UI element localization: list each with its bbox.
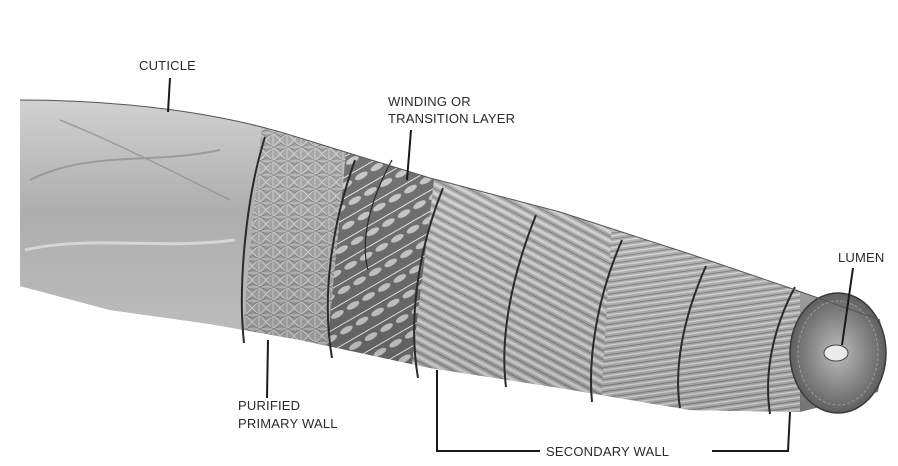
purified-wall-label-line1: PURIFIED: [238, 397, 300, 414]
winding-label-line1: WINDING OR: [388, 93, 471, 110]
purified-wall-label-line2: PRIMARY WALL: [238, 415, 338, 432]
cuticle-label: CUTICLE: [139, 57, 196, 74]
fiber-cross-section: [790, 293, 886, 413]
winding-label-line2: TRANSITION LAYER: [388, 110, 515, 127]
secondary-wall-label: SECONDARY WALL: [546, 443, 669, 460]
lumen-label: LUMEN: [838, 249, 885, 266]
purified-wall-leader: [267, 340, 268, 398]
lumen-cavity: [824, 345, 848, 361]
